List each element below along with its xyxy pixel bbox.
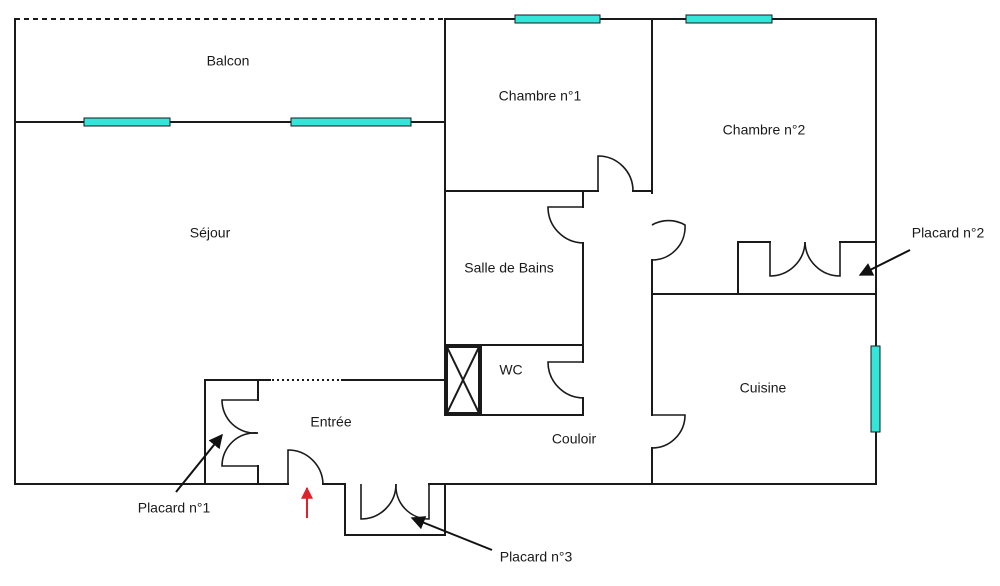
placard2-door-right <box>804 241 841 277</box>
room-labels: Balcon Chambre n°1 Chambre n°2 Séjour Sa… <box>190 53 806 447</box>
wc-box <box>446 346 480 414</box>
wc-door <box>547 361 584 399</box>
placard1-door-bottom <box>221 432 259 467</box>
callout-placard1: Placard n°1 <box>138 500 211 516</box>
callout-placard3: Placard n°3 <box>500 549 573 565</box>
entrance-door <box>287 449 324 485</box>
windows <box>83 14 881 433</box>
callouts: Placard n°1 Placard n°2 Placard n°3 <box>138 225 985 565</box>
placard3-door-right <box>395 483 430 520</box>
window-sejour-2 <box>290 117 412 127</box>
wc-symbol <box>445 345 481 415</box>
room-label-entree: Entrée <box>310 414 351 430</box>
placard2-door-left <box>769 241 806 277</box>
placard2-arrow <box>858 249 911 276</box>
room-label-salle-de-bains: Salle de Bains <box>464 260 554 276</box>
placard1-door-top <box>221 399 259 434</box>
doors <box>221 155 841 520</box>
room-label-chambre2: Chambre n°2 <box>723 122 806 138</box>
window-chambre1 <box>514 14 601 24</box>
window-sejour-1 <box>83 117 171 127</box>
placard3-arrow <box>410 516 493 551</box>
callout-placard2: Placard n°2 <box>912 225 985 241</box>
placard3-door-left <box>360 483 397 520</box>
room-label-cuisine: Cuisine <box>740 380 787 396</box>
room-label-couloir: Couloir <box>552 431 597 447</box>
chambre1-door <box>597 155 634 192</box>
window-cuisine <box>870 345 881 433</box>
sdb-door <box>547 206 584 244</box>
placard1-arrow <box>175 433 223 493</box>
room-label-wc: WC <box>499 362 522 378</box>
cuisine-door <box>651 414 686 449</box>
window-chambre2 <box>685 14 773 24</box>
room-label-chambre1: Chambre n°1 <box>499 88 582 104</box>
wc-cross-2 <box>445 345 481 415</box>
room-label-sejour: Séjour <box>190 225 231 241</box>
interior-walls <box>14 18 877 536</box>
room-label-balcon: Balcon <box>207 53 250 69</box>
chambre2-door <box>651 219 686 261</box>
